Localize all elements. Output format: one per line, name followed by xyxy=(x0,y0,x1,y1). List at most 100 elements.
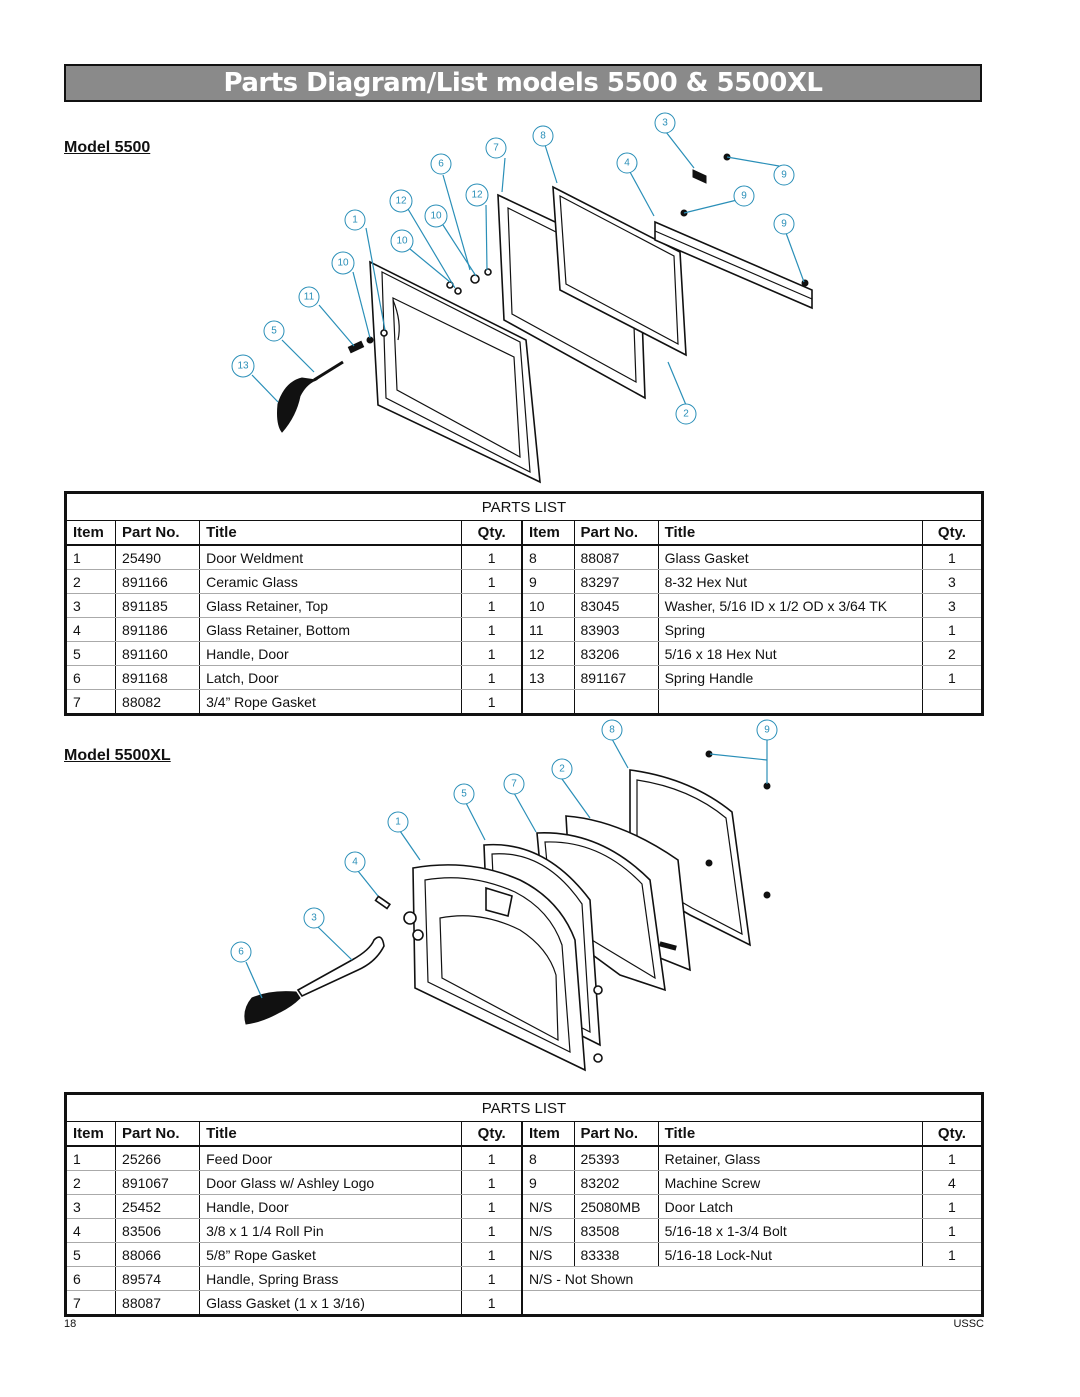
callout-11: 11 xyxy=(298,286,320,308)
table-cell: 3 xyxy=(921,593,984,618)
table-cell: 2 xyxy=(64,1170,117,1195)
table-cell: 9 xyxy=(520,569,575,594)
hardware xyxy=(347,153,809,354)
callout-9c: 9 xyxy=(773,213,795,235)
callout-3-label: 3 xyxy=(311,913,317,924)
table-cell: 25266 xyxy=(115,1145,201,1171)
table-cell: 1 xyxy=(461,593,523,618)
model-5500xl-diagram: 8 9 2 7 5 1 4 3 6 xyxy=(230,719,778,1072)
callout-9a: 9 xyxy=(773,164,795,186)
callout-5: 5 xyxy=(453,783,475,805)
table-cell: 1 xyxy=(461,544,523,570)
table-cell: 1 xyxy=(461,641,523,666)
callout-9-label: 9 xyxy=(764,725,770,736)
table-cell: 891166 xyxy=(115,569,201,594)
table-cell: Glass Retainer, Bottom xyxy=(199,617,463,642)
table-cell: 10 xyxy=(520,593,575,618)
table-cell: 1 xyxy=(461,1194,523,1219)
table-cell: 88087 xyxy=(573,544,659,570)
table-cell: 88082 xyxy=(115,689,201,715)
callout-1: 1 xyxy=(387,811,409,833)
table-cell: 6 xyxy=(64,665,117,690)
callout-7-label: 7 xyxy=(511,779,517,790)
door-glass xyxy=(629,769,751,947)
column-header: Qty. xyxy=(461,520,523,546)
table-cell xyxy=(520,1290,983,1316)
column-header: Title xyxy=(199,520,463,546)
table-cell: 891067 xyxy=(115,1170,201,1195)
door-handle xyxy=(277,360,344,433)
callout-6: 6 xyxy=(230,941,252,963)
column-header: Part No. xyxy=(115,520,201,546)
table-cell: 5 xyxy=(64,1242,117,1267)
table-cell: 4 xyxy=(64,617,117,642)
table-cell: 83903 xyxy=(573,617,659,642)
table-cell: 8-32 Hex Nut xyxy=(657,569,923,594)
model-5500-diagram: 3 8 7 6 4 9 9 9 12 12 10 1 10 10 11 5 13… xyxy=(231,112,813,484)
table-cell: 1 xyxy=(461,617,523,642)
table-cell: Spring xyxy=(657,617,923,642)
table-cell: 5 xyxy=(64,641,117,666)
table-cell: 1 xyxy=(921,1218,984,1243)
table-cell: 1 xyxy=(461,569,523,594)
table-cell: 13 xyxy=(520,665,575,690)
callout-12a-label: 12 xyxy=(471,190,483,201)
table-cell: 1 xyxy=(921,1194,984,1219)
column-header: Title xyxy=(657,520,923,546)
callout-9b-label: 9 xyxy=(741,191,747,202)
table-cell xyxy=(657,689,923,715)
table-cell: Glass Gasket xyxy=(657,544,923,570)
table-cell: 1 xyxy=(921,617,984,642)
callout-9a-label: 9 xyxy=(781,170,787,181)
table-cell: 1 xyxy=(921,544,984,570)
table-cell: 1 xyxy=(461,1218,523,1243)
table-cell: 1 xyxy=(64,1145,117,1171)
table-cell: 1 xyxy=(461,689,523,715)
leader-lines xyxy=(245,738,768,999)
table-cell: Feed Door xyxy=(199,1145,463,1171)
column-header: Item xyxy=(520,1121,575,1147)
callout-4-label: 4 xyxy=(352,857,358,868)
table-cell: 1 xyxy=(921,1242,984,1267)
table-cell: 891167 xyxy=(573,665,659,690)
table-cell: 1 xyxy=(461,1290,523,1316)
table-cell: 2 xyxy=(921,641,984,666)
callout-12b: 12 xyxy=(389,189,413,213)
callout-8-label: 8 xyxy=(540,131,546,142)
table-cell: 83508 xyxy=(573,1218,659,1243)
callout-9: 9 xyxy=(756,719,778,741)
table-cell: N/S xyxy=(520,1194,575,1219)
table-cell: 1 xyxy=(461,1145,523,1171)
table-cell: Door Glass w/ Ashley Logo xyxy=(199,1170,463,1195)
table-cell: 5/16-18 Lock-Nut xyxy=(657,1242,923,1267)
table-cell: N/S xyxy=(520,1218,575,1243)
table-cell: Handle, Door xyxy=(199,641,463,666)
callout-2: 2 xyxy=(675,403,697,425)
table-cell: 891186 xyxy=(115,617,201,642)
glass-retainer-bar xyxy=(654,220,813,310)
table-cell: 891168 xyxy=(115,665,201,690)
page-title: Parts Diagram/List models 5500 & 5500XL xyxy=(223,68,823,98)
callout-2: 2 xyxy=(551,758,573,780)
table-cell: 12 xyxy=(520,641,575,666)
table-cell: Retainer, Glass xyxy=(657,1145,923,1171)
callout-8-label: 8 xyxy=(609,725,615,736)
table-cell: 25490 xyxy=(115,544,201,570)
table-cell xyxy=(921,689,984,715)
column-header: Qty. xyxy=(921,1121,984,1147)
table-cell: 25080MB xyxy=(573,1194,659,1219)
table-cell: Glass Retainer, Top xyxy=(199,593,463,618)
